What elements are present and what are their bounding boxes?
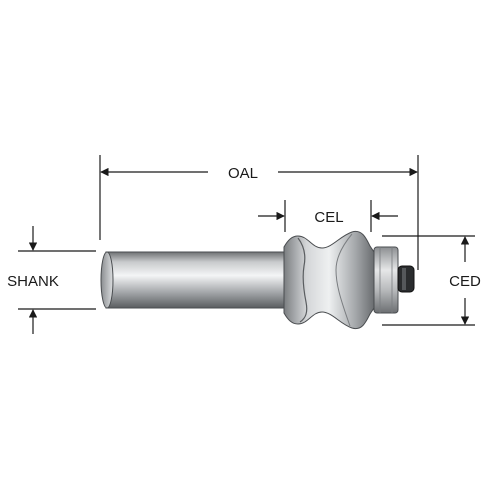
shank-end — [100, 251, 114, 309]
cel-label: CEL — [314, 209, 343, 226]
cutter-profile — [283, 230, 375, 330]
shank-label: SHANK — [7, 273, 59, 290]
bearing — [373, 246, 399, 314]
shank-body — [105, 251, 285, 309]
router-bit — [100, 230, 415, 330]
cutter-flute-inner — [335, 233, 353, 327]
dimension-lines — [18, 155, 475, 334]
cutter-flute — [297, 237, 308, 323]
ced-label: CED — [449, 273, 481, 290]
oal-label: OAL — [228, 165, 258, 182]
